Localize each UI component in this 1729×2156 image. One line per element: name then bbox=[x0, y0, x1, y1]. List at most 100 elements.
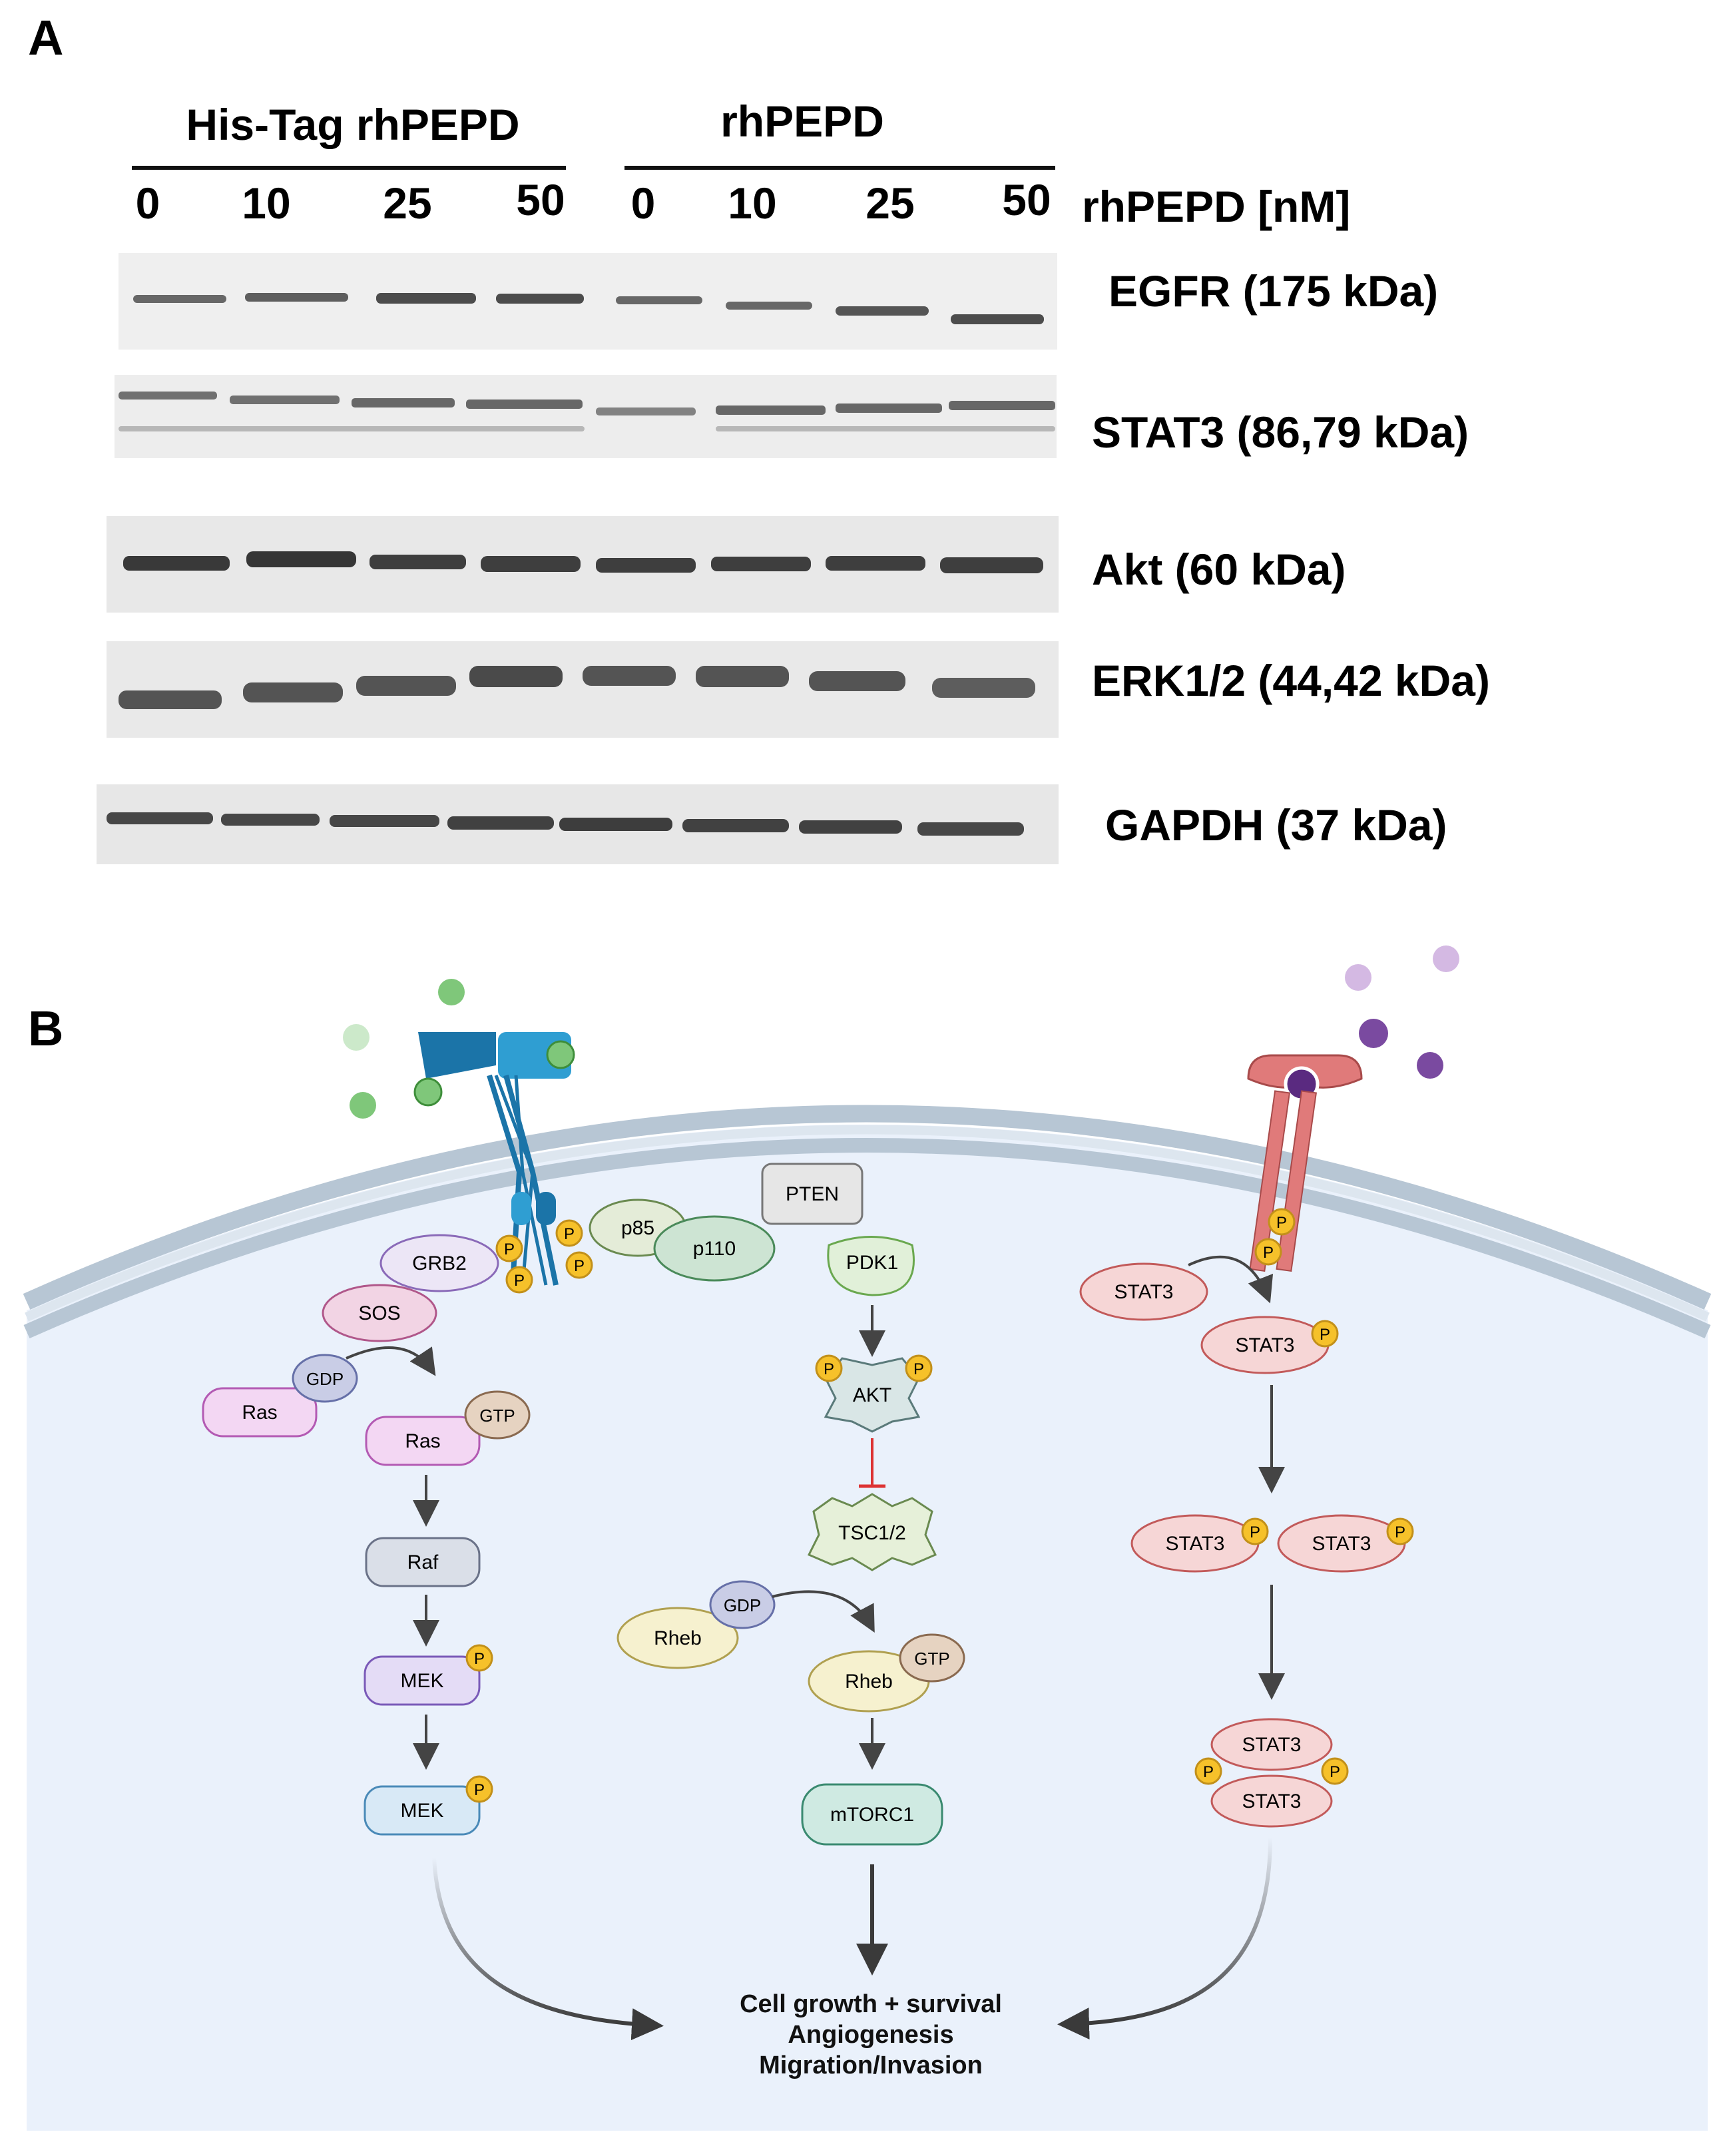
tsc-label: TSC1/2 bbox=[838, 1522, 906, 1544]
phospho-label: P bbox=[504, 1240, 515, 1258]
ligand bbox=[1417, 1052, 1443, 1079]
phospho-label: P bbox=[824, 1360, 834, 1378]
blot-stat3: STAT3 (86,79 kDa) bbox=[115, 375, 1469, 458]
phospho-label: P bbox=[913, 1360, 924, 1378]
mek2-label: MEK bbox=[400, 1800, 443, 1822]
band bbox=[951, 314, 1044, 324]
panel-b-label: B bbox=[28, 1001, 63, 1056]
blot-egfr: EGFR (175 kDa) bbox=[119, 253, 1438, 350]
mek1-node bbox=[364, 1655, 481, 1706]
bound-ligand bbox=[546, 1040, 575, 1069]
band bbox=[716, 405, 826, 415]
concentration-label: rhPEPD [nM] bbox=[1082, 182, 1350, 231]
mtorc1-label: mTORC1 bbox=[830, 1804, 914, 1826]
kinase-domain bbox=[511, 1192, 531, 1225]
blot-label: ERK1/2 (44,42 kDa) bbox=[1092, 656, 1490, 705]
mek1-label: MEK bbox=[400, 1670, 443, 1692]
blot-membrane bbox=[115, 375, 1057, 458]
band bbox=[370, 555, 466, 569]
ligand bbox=[1345, 964, 1371, 991]
gdp-node bbox=[709, 1580, 776, 1629]
phospho-label: P bbox=[514, 1272, 525, 1290]
blot-erk: ERK1/2 (44,42 kDa) bbox=[107, 641, 1490, 738]
raf-node bbox=[365, 1537, 481, 1587]
gdp-label: GDP bbox=[306, 1369, 344, 1389]
tsc-node bbox=[807, 1493, 937, 1571]
phospho-label: P bbox=[574, 1257, 585, 1275]
phospho-badge bbox=[565, 1251, 593, 1279]
band bbox=[107, 812, 213, 824]
phospho-label: P bbox=[1276, 1214, 1287, 1232]
lane-label: 50 bbox=[516, 175, 565, 224]
gdp-node bbox=[292, 1354, 358, 1403]
phospho-badge bbox=[555, 1219, 583, 1247]
phospho-badge bbox=[1194, 1757, 1222, 1785]
band bbox=[836, 306, 929, 316]
outcome-line: Angiogenesis bbox=[788, 2021, 953, 2049]
lane-label: 25 bbox=[383, 178, 431, 228]
bound-ligand bbox=[413, 1077, 443, 1107]
panel-a: A His-Tag rhPEPD rhPEPD 0 10 25 50 0 10 … bbox=[28, 10, 1490, 864]
band bbox=[836, 404, 942, 413]
phospho-badge bbox=[905, 1354, 933, 1382]
blot-gapdh: GAPDH (37 kDa) bbox=[97, 784, 1447, 864]
ligand bbox=[350, 1092, 376, 1119]
band bbox=[352, 398, 455, 407]
phospho-label: P bbox=[1330, 1763, 1340, 1781]
stat3-label: STAT3 bbox=[1236, 1334, 1295, 1356]
band bbox=[230, 396, 340, 404]
lane-labels: 0 10 25 50 0 10 25 50 bbox=[136, 175, 1051, 228]
outcome-line: Migration/Invasion bbox=[759, 2051, 983, 2079]
egf-ligands bbox=[343, 979, 465, 1119]
lane-label: 0 bbox=[136, 178, 160, 228]
stat-receptor: P P bbox=[1247, 1054, 1363, 1272]
panel-b: B P P P bbox=[23, 945, 1712, 2131]
panel-a-label: A bbox=[28, 10, 63, 65]
blot-label: STAT3 (86,79 kDa) bbox=[1092, 407, 1469, 457]
outcome-arrow bbox=[1057, 1837, 1272, 2040]
phospho-badge bbox=[495, 1234, 523, 1262]
phospho-label: P bbox=[1250, 1523, 1260, 1541]
band bbox=[356, 676, 456, 696]
band bbox=[949, 401, 1055, 410]
akt-label: AKT bbox=[853, 1384, 891, 1406]
grb2-label: GRB2 bbox=[412, 1252, 467, 1274]
pdk1-node bbox=[827, 1236, 915, 1296]
band bbox=[716, 426, 1055, 431]
band bbox=[119, 392, 217, 400]
phospho-badge bbox=[815, 1354, 843, 1382]
band bbox=[826, 556, 925, 571]
band bbox=[246, 551, 356, 567]
stat3-label: STAT3 bbox=[1242, 1734, 1302, 1756]
lane-label: 25 bbox=[865, 178, 914, 228]
grb2-node bbox=[379, 1234, 499, 1292]
lane-label: 50 bbox=[1002, 175, 1051, 224]
phospho-label: P bbox=[1203, 1763, 1214, 1781]
stat3-node bbox=[1210, 1774, 1333, 1828]
stat3-label: STAT3 bbox=[1166, 1533, 1225, 1555]
activation-arrow bbox=[1188, 1255, 1274, 1304]
gdp-label: GDP bbox=[724, 1595, 761, 1615]
outcome-text: Cell growth + survival Angiogenesis Migr… bbox=[740, 1990, 1002, 2079]
band bbox=[243, 682, 343, 702]
stat3-label: STAT3 bbox=[1312, 1533, 1371, 1555]
phospho-label: P bbox=[474, 1781, 485, 1799]
band bbox=[496, 294, 584, 304]
ras-gdp-label: Ras bbox=[242, 1402, 277, 1424]
phospho-badge bbox=[465, 1775, 493, 1803]
p110-label: p110 bbox=[693, 1238, 736, 1260]
band bbox=[917, 822, 1024, 836]
stat3-pathway: STAT3 STAT3 P STAT3 P STAT3 P STAT3 STAT… bbox=[1057, 1255, 1414, 2040]
stat3-label: STAT3 bbox=[1242, 1790, 1302, 1812]
phospho-badge bbox=[505, 1266, 533, 1294]
phospho-label: P bbox=[1320, 1326, 1330, 1344]
pten-node bbox=[761, 1163, 864, 1225]
ligand bbox=[343, 1024, 370, 1051]
phospho-badge bbox=[1268, 1208, 1296, 1236]
kinase-domain bbox=[536, 1192, 556, 1225]
transmembrane-helix bbox=[494, 1075, 548, 1286]
outcome-line: Cell growth + survival bbox=[740, 1990, 1002, 2018]
band bbox=[119, 426, 585, 431]
phospho-label: P bbox=[1395, 1523, 1405, 1541]
akt-node bbox=[824, 1357, 921, 1433]
